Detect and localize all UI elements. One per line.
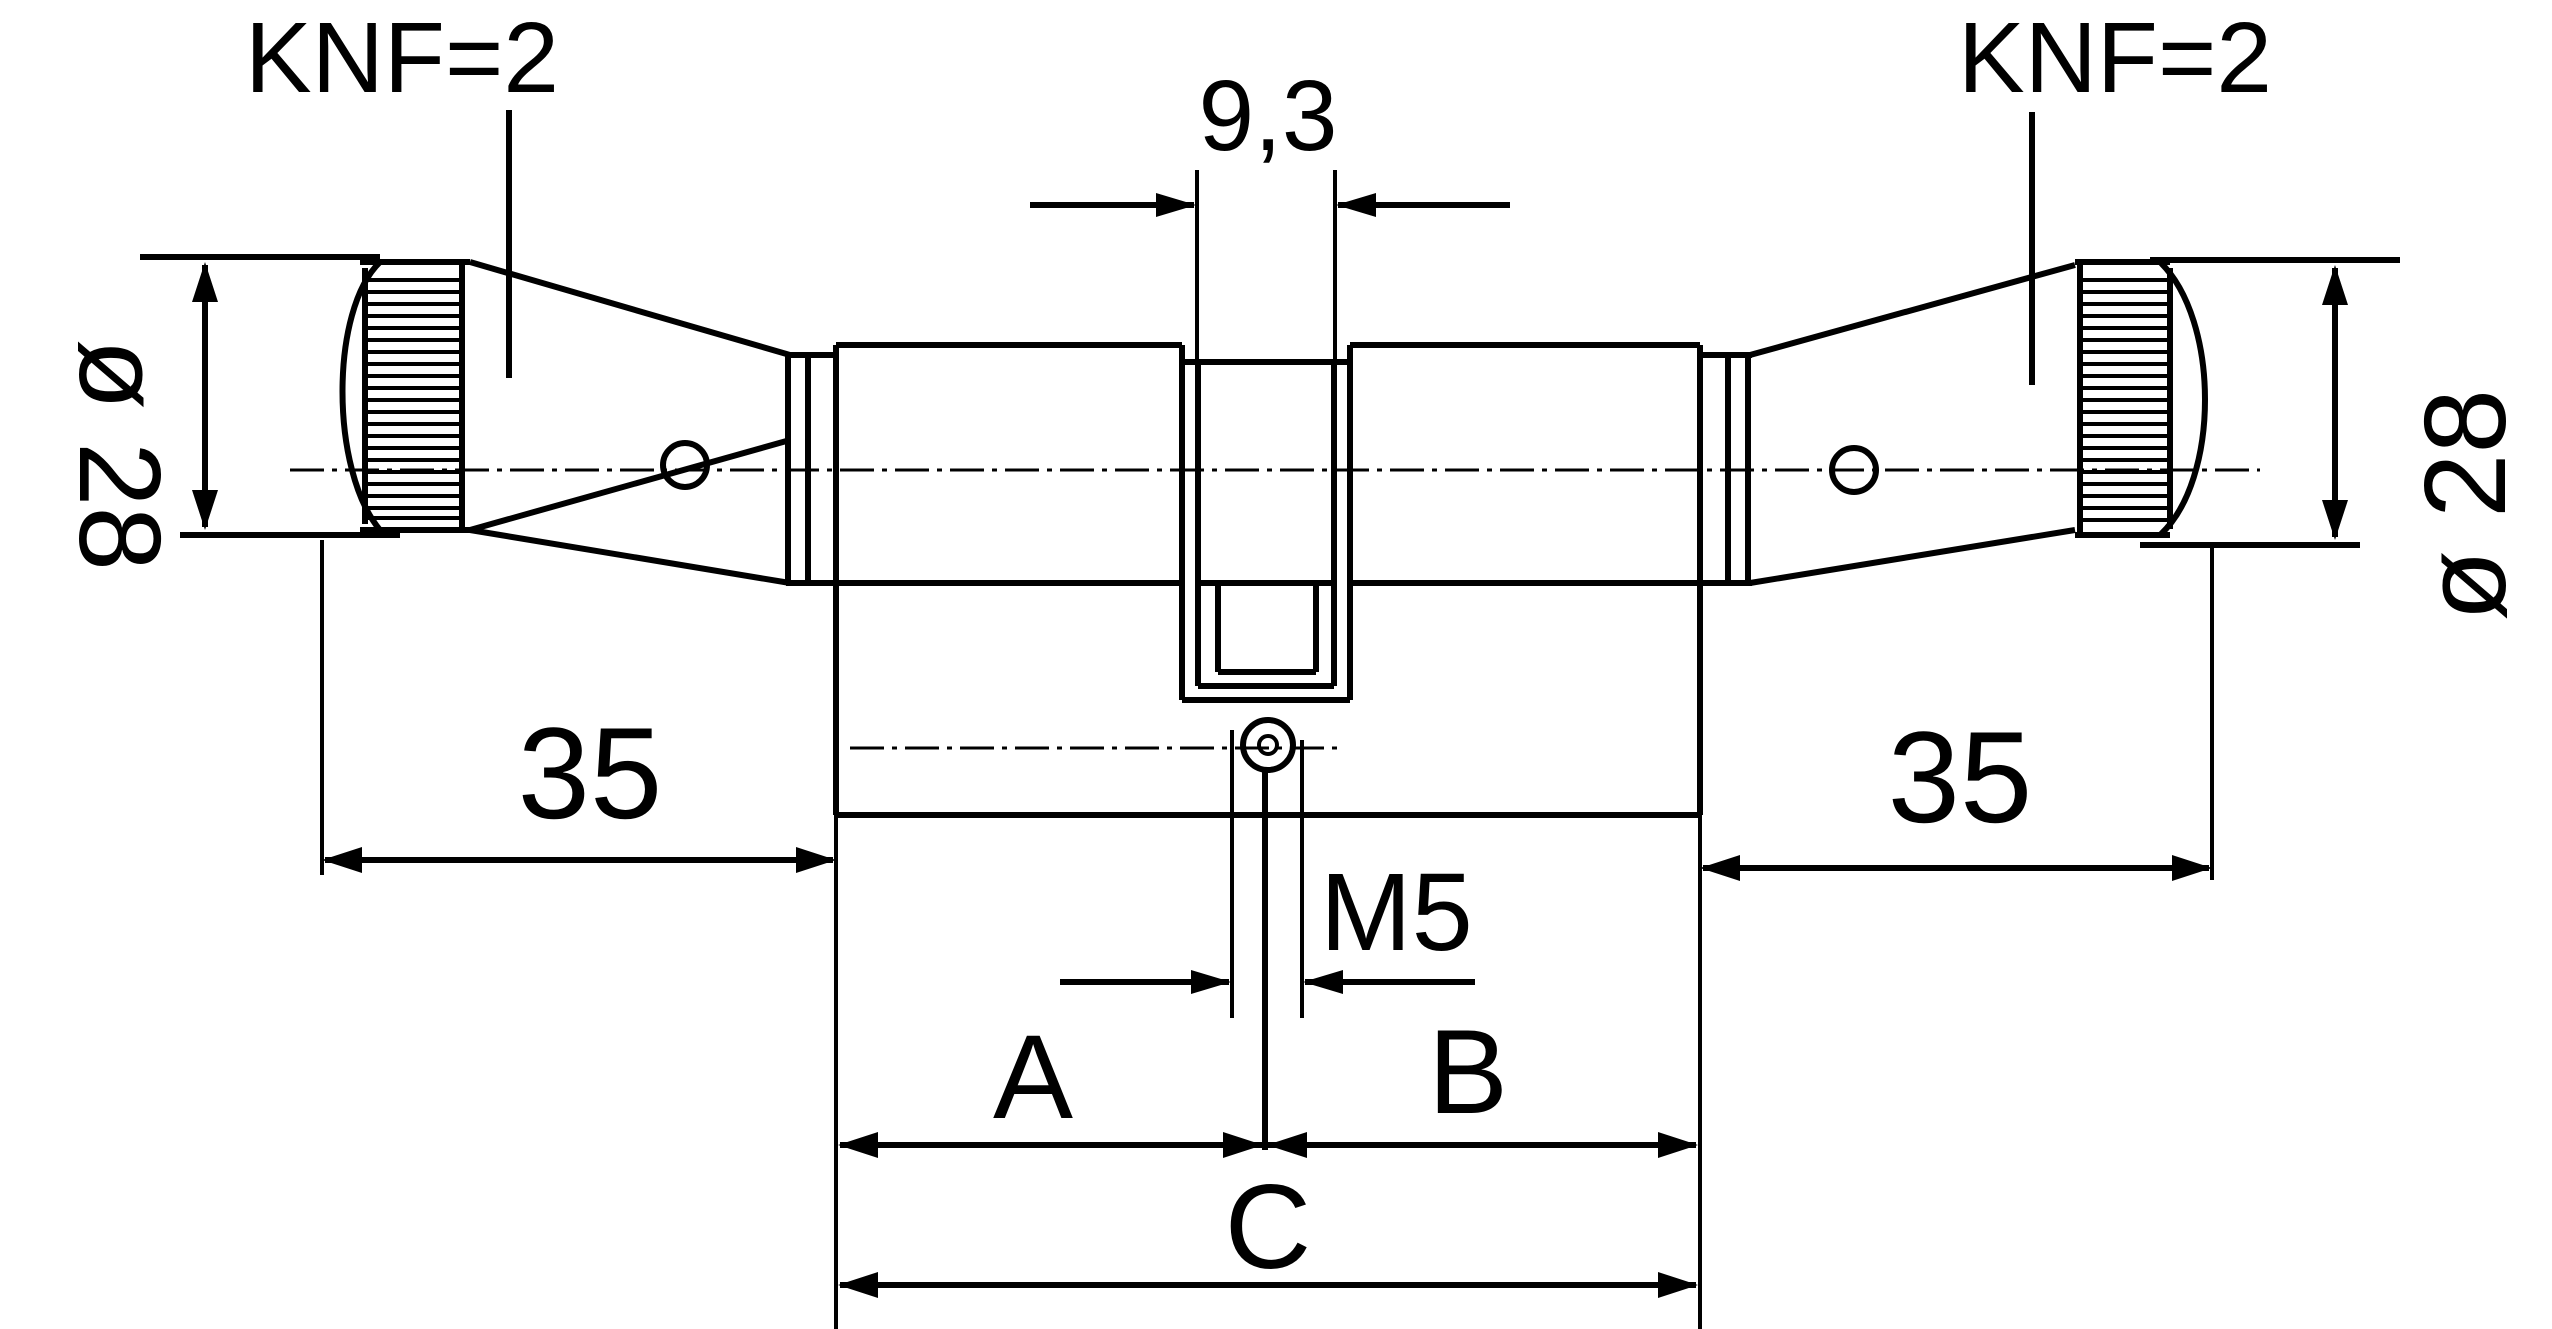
dimension-9-3-label: 9,3 xyxy=(1198,60,1337,172)
knf-left-label: KNF=2 xyxy=(245,2,559,114)
right-diameter-dimension xyxy=(2140,257,2400,548)
diameter-left-label: ø 28 xyxy=(55,339,185,571)
left-knurl-lines xyxy=(365,278,462,520)
dimension-b-label: B xyxy=(1428,1005,1508,1139)
left-knob xyxy=(339,259,836,586)
left-pin-hole xyxy=(660,440,710,490)
right-knurl-lines xyxy=(2080,278,2170,522)
right-length-dimension xyxy=(1698,545,2214,1329)
dimension-c-label: C xyxy=(1225,1160,1312,1294)
width-dimension-9-3 xyxy=(1030,170,1510,360)
knf-right-label: KNF=2 xyxy=(1958,2,2272,114)
c-dimension xyxy=(838,1272,1698,1298)
length-right-label: 35 xyxy=(1888,704,2033,850)
right-knob-dome xyxy=(2157,259,2208,538)
thread-dimension xyxy=(1060,730,1475,1150)
diameter-right-label: ø 28 xyxy=(2400,389,2530,621)
dimension-a-label: A xyxy=(993,1010,1073,1144)
left-length-dimension xyxy=(320,540,838,1329)
left-diameter-dimension xyxy=(140,254,400,538)
thread-label: M5 xyxy=(1320,851,1473,974)
cylinder-body xyxy=(833,342,1703,818)
length-left-label: 35 xyxy=(518,700,663,846)
a-b-dimension xyxy=(838,1132,1698,1158)
screw-hole xyxy=(1240,717,1296,773)
right-knob xyxy=(1700,259,2208,586)
